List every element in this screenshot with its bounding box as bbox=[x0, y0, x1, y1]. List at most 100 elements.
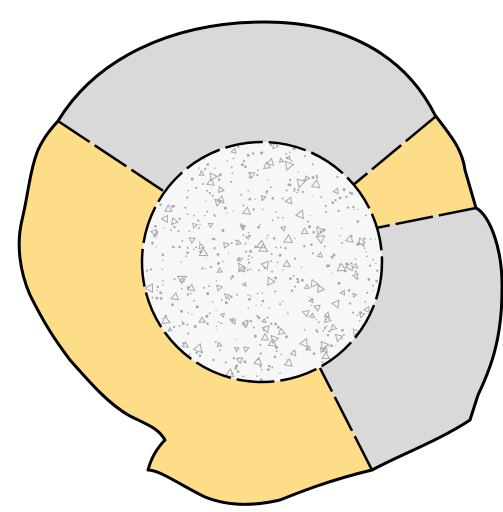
speckle bbox=[332, 253, 335, 256]
speckle bbox=[241, 163, 244, 166]
speckle bbox=[243, 205, 245, 207]
speckle bbox=[225, 361, 227, 363]
speckle bbox=[162, 254, 165, 257]
speckle bbox=[376, 270, 378, 272]
speckle bbox=[279, 372, 281, 374]
speckle bbox=[271, 253, 273, 255]
speckle bbox=[294, 286, 296, 288]
speckle bbox=[248, 255, 250, 257]
speckle bbox=[294, 238, 295, 239]
speckle bbox=[177, 230, 179, 232]
speckle bbox=[324, 327, 326, 329]
speckle bbox=[280, 247, 282, 249]
speckle bbox=[255, 305, 256, 306]
speckle bbox=[199, 241, 200, 242]
speckle bbox=[345, 196, 347, 198]
speckle bbox=[259, 365, 261, 367]
speckle bbox=[245, 242, 247, 244]
speckle bbox=[263, 267, 266, 270]
speckle bbox=[208, 285, 210, 287]
speckle bbox=[255, 199, 256, 200]
speckle bbox=[171, 205, 174, 208]
speckle bbox=[156, 246, 157, 247]
speckle bbox=[235, 339, 236, 340]
speckle bbox=[209, 192, 211, 194]
speckle bbox=[334, 199, 336, 201]
speckle bbox=[352, 206, 354, 208]
speckle bbox=[248, 307, 250, 309]
speckle bbox=[296, 278, 298, 280]
speckle bbox=[178, 246, 181, 249]
speckle bbox=[231, 275, 234, 278]
speckle bbox=[162, 318, 163, 319]
speckle bbox=[231, 172, 233, 174]
speckle bbox=[171, 303, 174, 306]
speckle bbox=[334, 345, 335, 346]
speckle bbox=[187, 332, 189, 334]
speckle bbox=[286, 359, 287, 360]
speckle bbox=[215, 341, 217, 343]
speckle bbox=[271, 271, 273, 273]
speckle bbox=[258, 317, 261, 320]
speckle bbox=[339, 197, 342, 200]
speckle bbox=[244, 326, 246, 328]
speckle bbox=[191, 314, 192, 315]
speckle bbox=[337, 210, 339, 212]
speckle bbox=[257, 169, 259, 171]
speckle bbox=[212, 195, 214, 197]
speckle bbox=[163, 228, 164, 229]
speckle bbox=[247, 269, 249, 271]
speckle bbox=[301, 279, 304, 282]
speckle bbox=[195, 187, 197, 189]
speckle bbox=[159, 203, 162, 206]
speckle bbox=[352, 312, 354, 314]
speckle bbox=[226, 160, 228, 162]
speckle bbox=[260, 151, 263, 154]
speckle bbox=[209, 312, 211, 314]
speckle bbox=[306, 348, 309, 351]
speckle bbox=[286, 190, 288, 192]
speckle bbox=[289, 277, 292, 280]
speckle bbox=[311, 298, 314, 301]
speckle bbox=[235, 240, 237, 242]
speckle bbox=[214, 168, 215, 169]
speckle bbox=[172, 246, 175, 249]
speckle bbox=[312, 176, 315, 179]
speckle bbox=[312, 252, 314, 254]
speckle bbox=[250, 172, 252, 174]
speckle bbox=[214, 247, 215, 248]
speckle bbox=[268, 307, 270, 309]
speckle bbox=[345, 263, 348, 266]
speckle bbox=[234, 367, 237, 370]
speckle bbox=[262, 292, 264, 294]
speckle bbox=[304, 329, 306, 331]
speckle bbox=[225, 301, 228, 304]
speckle bbox=[221, 322, 223, 324]
speckle bbox=[297, 171, 298, 172]
speckle bbox=[308, 297, 309, 298]
speckle bbox=[160, 297, 163, 300]
speckle bbox=[318, 321, 320, 323]
speckle bbox=[187, 293, 189, 295]
speckle bbox=[242, 323, 245, 326]
speckle bbox=[182, 322, 185, 325]
speckle bbox=[266, 190, 269, 193]
speckle bbox=[326, 264, 329, 267]
speckle bbox=[156, 237, 157, 238]
speckle bbox=[252, 208, 254, 210]
speckle bbox=[248, 298, 251, 301]
speckle bbox=[282, 217, 284, 219]
speckle bbox=[222, 229, 225, 232]
speckle bbox=[267, 368, 270, 371]
speckle bbox=[328, 345, 329, 346]
speckle bbox=[197, 219, 199, 221]
speckle bbox=[182, 321, 184, 323]
speckle bbox=[279, 303, 281, 305]
speckle bbox=[312, 195, 313, 196]
speckle bbox=[247, 238, 249, 240]
speckle bbox=[328, 330, 330, 332]
speckle bbox=[233, 357, 235, 359]
speckle bbox=[203, 287, 205, 289]
speckle bbox=[370, 238, 372, 240]
